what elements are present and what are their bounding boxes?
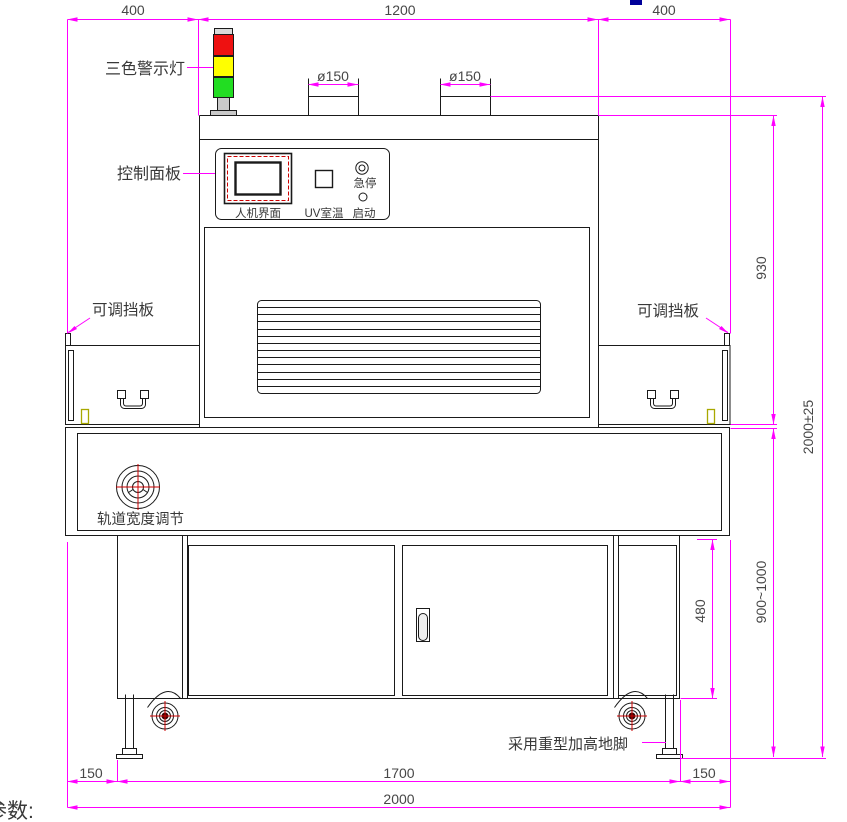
warning-light-cap <box>214 28 233 35</box>
dim-top-center: 1200 <box>384 2 415 18</box>
dim-bottom-left: 150 <box>79 765 103 781</box>
track-width-wheel <box>116 464 160 510</box>
right-baffle-tab <box>724 333 730 346</box>
warning-light-base <box>210 110 237 116</box>
dim-right-lower: 900~1000 <box>753 560 769 623</box>
warning-light-pole <box>217 97 230 111</box>
dim-bottom-center: 1700 <box>383 765 414 781</box>
right-caster <box>614 691 648 731</box>
door-handle <box>416 608 430 642</box>
dim-top-left: 400 <box>121 2 145 18</box>
cabinet-door-middle <box>402 545 608 696</box>
dim-cabinet-height: 480 <box>692 599 708 623</box>
cabinet <box>117 535 680 699</box>
control-panel: 人机界面 UV室温 急停 启动 <box>215 148 390 220</box>
vent-grille <box>257 300 541 394</box>
dimension-lines <box>67 19 826 808</box>
params-label: 参数: <box>0 800 34 822</box>
dim-top-right: 400 <box>652 2 676 18</box>
hmi-label: 人机界面 <box>235 206 281 220</box>
left-yellow-block <box>80 408 90 425</box>
right-wing-bar <box>722 350 728 421</box>
dimension-arrows <box>67 17 825 810</box>
uv-temp-indicator <box>314 169 334 189</box>
callout-labels: 三色警示灯 控制面板 可调挡板 可调挡板 轨道宽度调节 采用重型加高地脚 参数: <box>0 60 699 822</box>
vent-duct-right <box>440 96 491 116</box>
hmi-screen-bezel <box>223 152 293 205</box>
warning-light-yellow <box>213 56 234 77</box>
right-foot <box>656 694 683 759</box>
right-wing-handle <box>647 390 679 409</box>
estop-button[interactable] <box>355 161 369 175</box>
baffle-left-label: 可调挡板 <box>92 301 154 319</box>
right-yellow-block <box>706 408 716 425</box>
warning-light-red <box>213 34 234 56</box>
left-foot <box>116 694 143 759</box>
dim-vent1: ø150 <box>317 68 349 84</box>
track-width-label: 轨道宽度调节 <box>97 511 184 528</box>
warning-light-green <box>213 77 234 98</box>
dim-bottom-right: 150 <box>692 765 716 781</box>
warning-light-label: 三色警示灯 <box>105 60 185 78</box>
baffle-right-label: 可调挡板 <box>637 302 699 320</box>
left-caster <box>147 691 181 731</box>
machine-body <box>65 78 731 759</box>
start-button[interactable] <box>358 192 368 202</box>
right-wing <box>598 345 731 425</box>
left-wing-bar <box>68 350 74 421</box>
dimension-texts: 400 1200 400 ø150 ø150 930 2000±25 900~1… <box>79 2 816 807</box>
control-panel-label: 控制面板 <box>117 165 181 183</box>
dim-bottom-total: 2000 <box>383 791 414 807</box>
start-label: 启动 <box>353 207 376 220</box>
dim-right-total: 2000±25 <box>800 400 816 455</box>
left-wing <box>65 345 200 425</box>
estop-label: 急停 <box>354 176 377 190</box>
dim-vent2: ø150 <box>449 68 481 84</box>
left-baffle-tab <box>65 333 71 346</box>
hmi-red-seal <box>227 156 289 201</box>
left-wing-handle <box>117 390 149 409</box>
dim-right-upper: 930 <box>753 256 769 280</box>
vent-duct-left <box>308 96 359 116</box>
warning-light-tower <box>210 28 237 116</box>
foot-note-label: 采用重型加高地脚 <box>508 736 628 753</box>
uv-temp-label: UV室温 <box>305 206 344 220</box>
hmi-screen[interactable] <box>234 161 282 196</box>
cabinet-panel-right <box>618 545 677 696</box>
cabinet-door-left <box>188 545 395 696</box>
cropped-blue-text-fragment <box>630 0 642 5</box>
